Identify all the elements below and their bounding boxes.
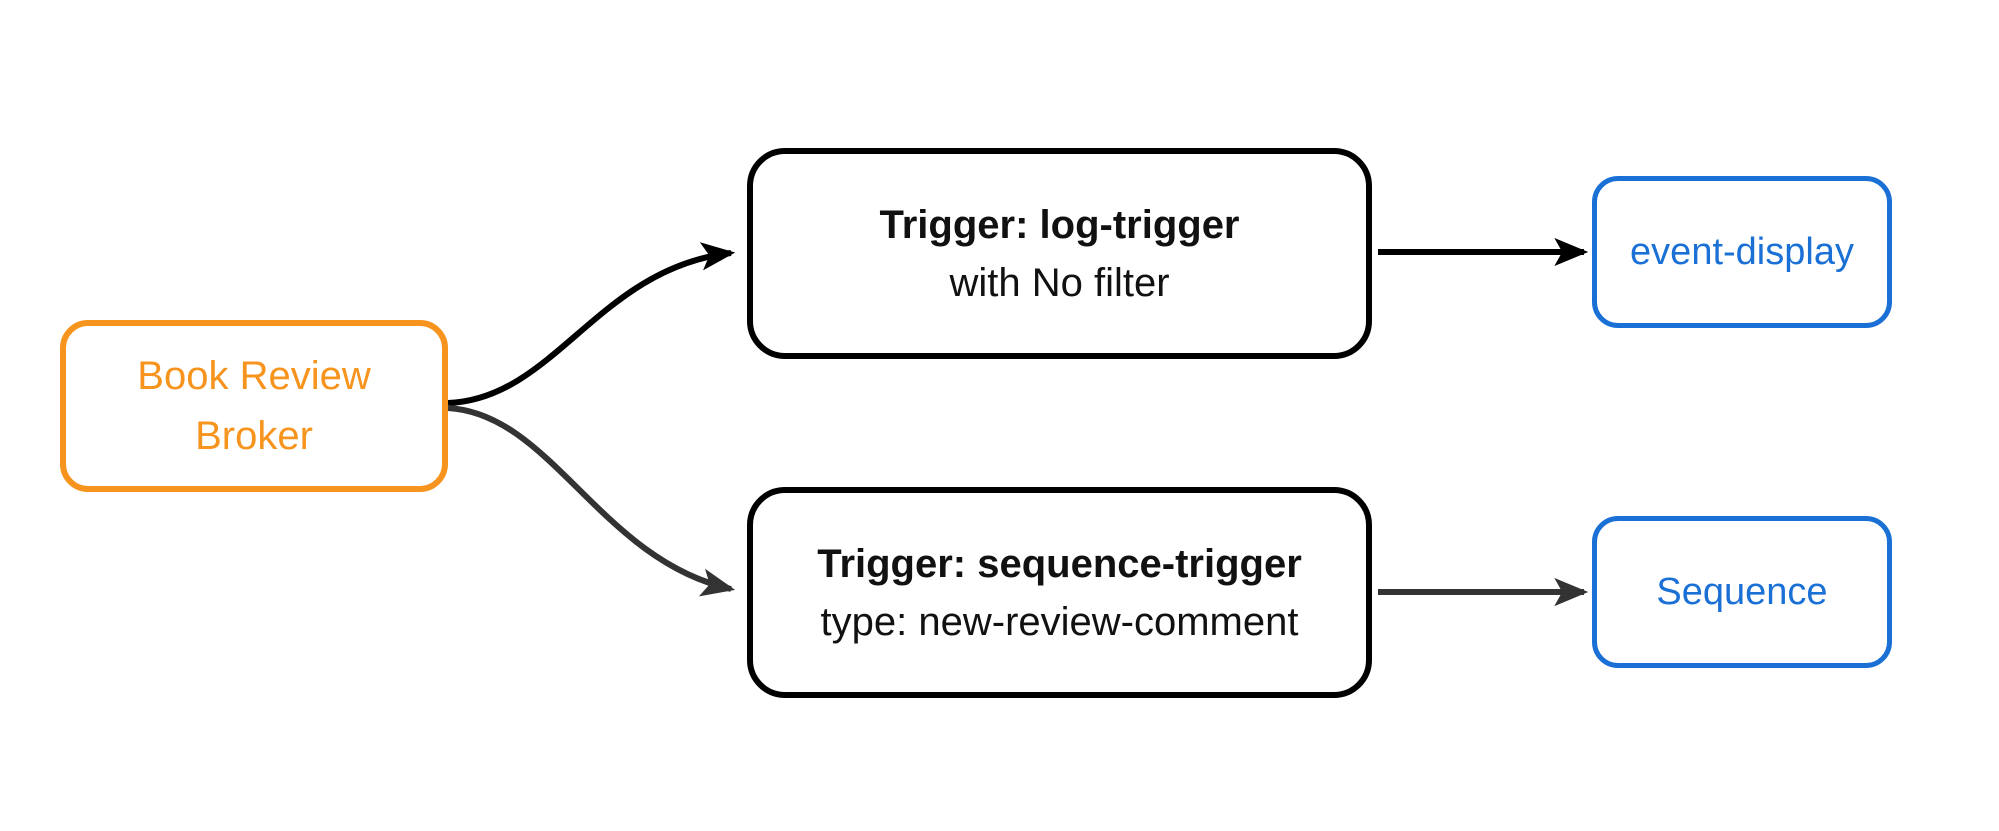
trigger-sequence-title: Trigger: sequence-trigger: [817, 541, 1302, 586]
trigger-log-subtitle: with No filter: [949, 260, 1170, 305]
node-trigger-log: Trigger: log-trigger with No filter: [747, 148, 1372, 359]
node-sink-sequence: Sequence: [1592, 516, 1892, 668]
node-broker: Book Review Broker: [60, 320, 448, 492]
broker-label-line2: Broker: [195, 414, 313, 458]
node-sink-event-display: event-display: [1592, 176, 1892, 328]
sink-sequence-label: Sequence: [1656, 570, 1828, 613]
edge-broker-to-sequence-trigger: [447, 405, 736, 597]
node-trigger-sequence: Trigger: sequence-trigger type: new-revi…: [747, 487, 1372, 698]
trigger-log-title: Trigger: log-trigger: [879, 202, 1240, 247]
sink-event-display-label: event-display: [1630, 230, 1854, 273]
broker-label-line1: Book Review: [137, 354, 371, 398]
trigger-sequence-subtitle: type: new-review-comment: [820, 599, 1299, 644]
edge-broker-to-log-trigger: [447, 242, 736, 406]
